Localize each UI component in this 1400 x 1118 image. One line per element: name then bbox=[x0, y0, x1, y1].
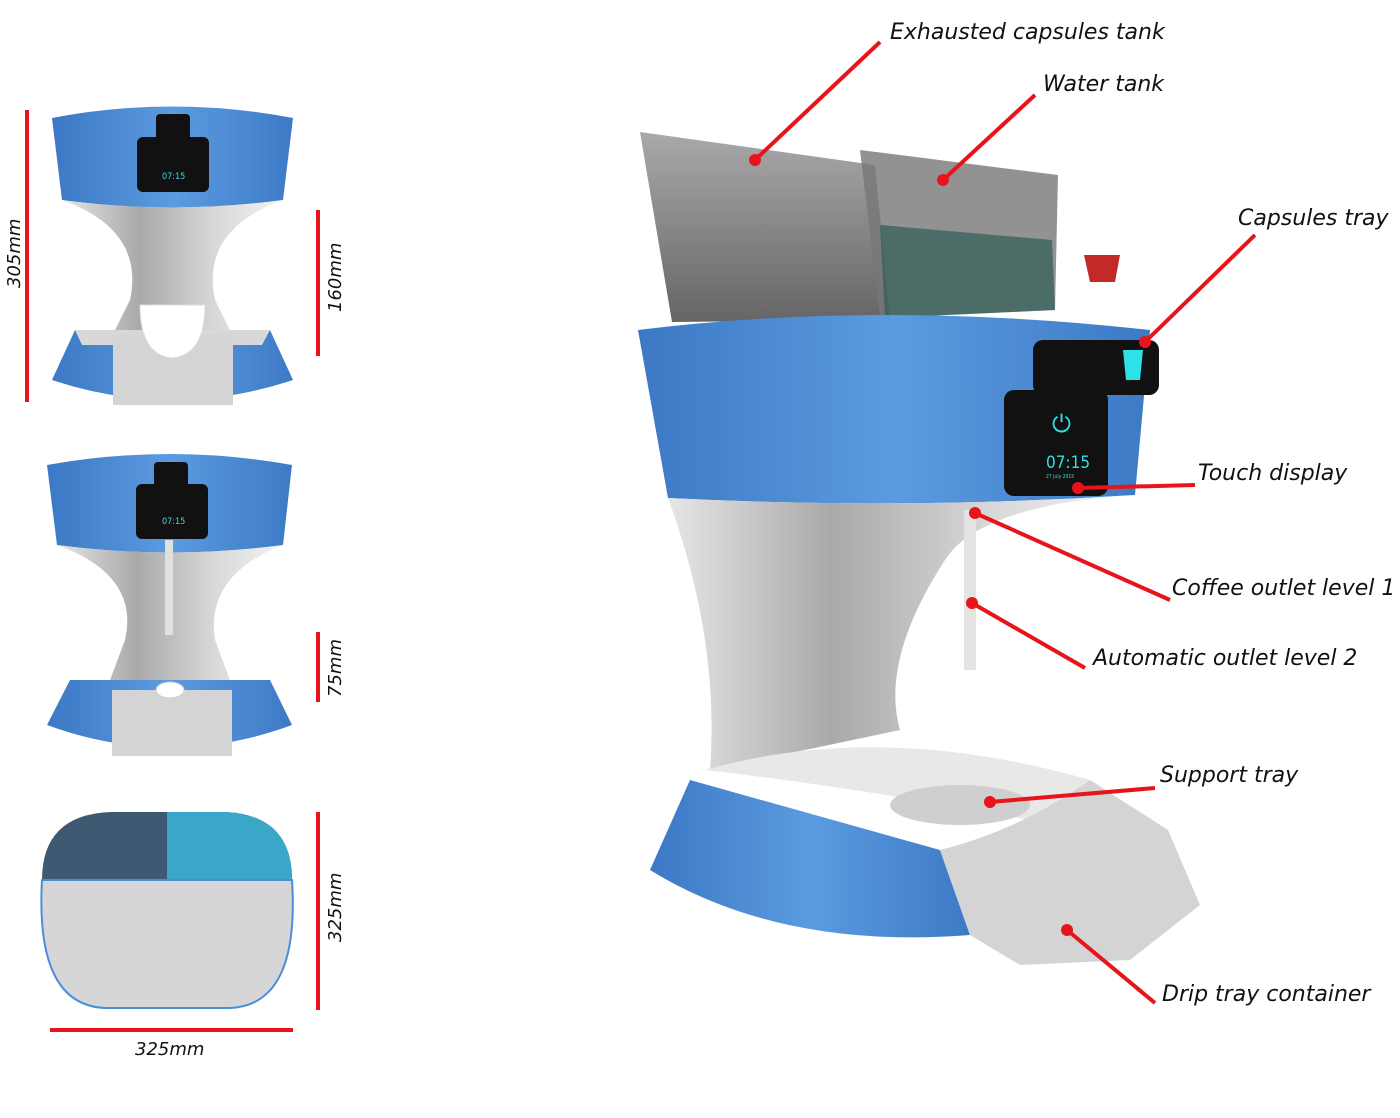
top-view bbox=[40, 812, 294, 1009]
dim-total-height: 305mm bbox=[4, 219, 25, 288]
callout-drip-tray-container: Drip tray container bbox=[1162, 982, 1372, 1007]
svg-text:07:15: 07:15 bbox=[162, 517, 185, 527]
callout-exhausted-capsules-tank: Exhausted capsules tank bbox=[890, 20, 1166, 45]
power-icon: ⏻ bbox=[1052, 410, 1071, 438]
callout-touch-display: Touch display bbox=[1198, 461, 1348, 486]
callouts: Exhausted capsules tank Water tank Capsu… bbox=[749, 20, 1395, 1007]
svg-text:07:15: 07:15 bbox=[162, 172, 185, 182]
dim-width: 325mm bbox=[135, 1039, 204, 1060]
front-view-level1: 07:15 bbox=[52, 106, 293, 405]
callout-water-tank: Water tank bbox=[1043, 72, 1165, 97]
callout-automatic-outlet-level-2: Automatic outlet level 2 bbox=[1091, 646, 1357, 671]
dim-outlet-level2: 75mm bbox=[325, 639, 346, 697]
dim-depth: 325mm bbox=[325, 873, 346, 942]
main-machine-render: 07:15 27 July 2015 ⏻ bbox=[638, 132, 1200, 965]
display-time: 07:15 bbox=[1046, 453, 1090, 473]
callout-capsules-tray: Capsules tray bbox=[1238, 206, 1389, 231]
display-date: 27 July 2015 bbox=[1046, 474, 1074, 480]
callout-support-tray: Support tray bbox=[1160, 763, 1299, 788]
front-view-level2: 07:15 bbox=[47, 454, 292, 756]
dim-outlet-level1: 160mm bbox=[325, 243, 346, 312]
dimensions: 305mm 160mm 75mm 325mm 325mm bbox=[4, 110, 346, 1060]
callout-coffee-outlet-level-1: Coffee outlet level 1 bbox=[1172, 576, 1395, 601]
